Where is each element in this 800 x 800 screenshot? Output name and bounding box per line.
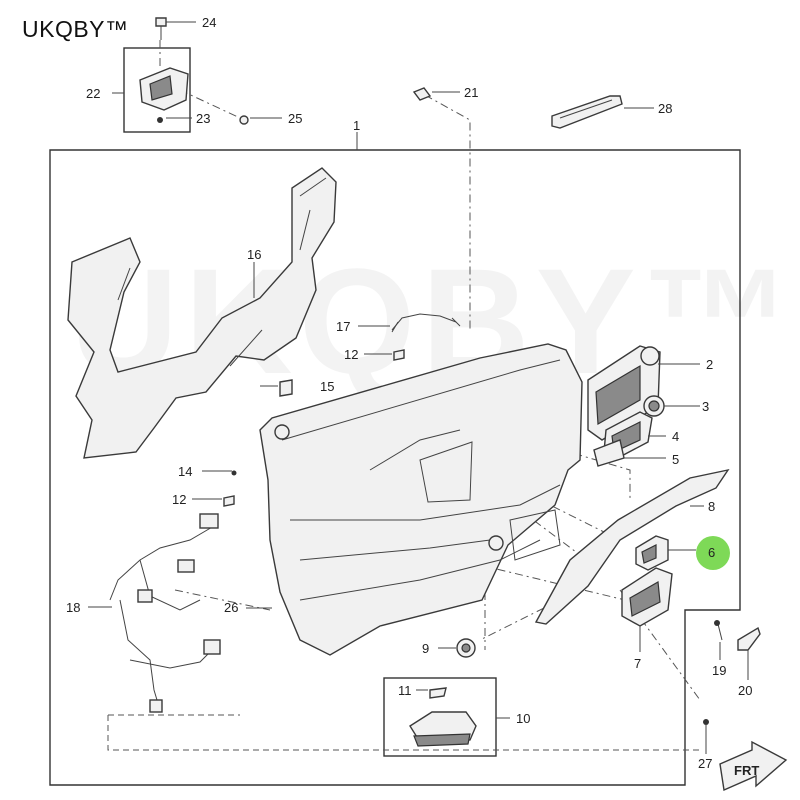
part-21-clip	[412, 87, 432, 101]
callout-6: 6	[708, 545, 715, 560]
part-15-clip	[279, 379, 293, 397]
callout-28: 28	[658, 101, 672, 116]
callout-23: 23	[196, 111, 210, 126]
front-arrow-label: FRT	[734, 763, 759, 778]
callout-17: 17	[336, 319, 350, 334]
part-12-fastener-left	[223, 495, 235, 507]
callout-12b: 12	[172, 492, 186, 507]
part-9-grommet	[456, 638, 476, 658]
part-20-cover	[737, 626, 761, 651]
highlight-marker	[696, 536, 730, 570]
part-5-switch-base	[593, 439, 625, 467]
front-arrow-icon: FRT	[719, 740, 788, 792]
brand-logo: UKQBY™	[22, 16, 129, 42]
part-24-bolt	[155, 17, 167, 40]
callout-7: 7	[634, 656, 641, 671]
part-27-screw	[703, 719, 709, 738]
callout-9: 9	[422, 641, 429, 656]
part-10-pad	[409, 711, 477, 747]
callout-4: 4	[672, 429, 679, 444]
part-23-bolt	[157, 117, 163, 123]
guide-lines	[107, 40, 703, 751]
part-14-pin	[231, 470, 237, 476]
assembly-frame	[49, 149, 741, 786]
part-28-garnish	[551, 95, 623, 129]
part-18-wiring-harness	[109, 513, 221, 713]
callout-14: 14	[178, 464, 192, 479]
part-7-handle	[621, 567, 673, 627]
part-11-screw	[429, 687, 447, 699]
callout-18: 18	[66, 600, 80, 615]
callout-27: 27	[698, 756, 712, 771]
callout-5: 5	[672, 452, 679, 467]
callout-21: 21	[464, 85, 478, 100]
part-12-fastener-top	[393, 349, 405, 361]
part-26-door-panel	[259, 343, 583, 656]
part-16-insulator	[67, 167, 337, 459]
callout-12a: 12	[344, 347, 358, 362]
part-25-bolt	[239, 115, 249, 125]
part-22-hinge	[139, 67, 189, 111]
callout-19: 19	[712, 663, 726, 678]
callout-22: 22	[86, 86, 100, 101]
part-17-cable	[391, 313, 457, 331]
callout-15: 15	[320, 379, 334, 394]
part-8-trim-strip	[534, 468, 730, 625]
callout-24: 24	[202, 15, 216, 30]
callout-1: 1	[353, 118, 360, 133]
callout-10: 10	[516, 711, 530, 726]
part-19-screw	[714, 620, 723, 641]
part-22-box	[123, 47, 191, 133]
part-10-box	[383, 677, 497, 757]
callout-16: 16	[247, 247, 261, 262]
leader-lines	[88, 21, 749, 754]
callout-26: 26	[224, 600, 238, 615]
callout-3: 3	[702, 399, 709, 414]
callout-20: 20	[738, 683, 752, 698]
callout-25: 25	[288, 111, 302, 126]
part-6-clip	[635, 535, 669, 571]
callout-8: 8	[708, 499, 715, 514]
callout-11: 11	[398, 683, 412, 698]
part-3-switch-knob	[643, 395, 665, 417]
callout-2: 2	[706, 357, 713, 372]
